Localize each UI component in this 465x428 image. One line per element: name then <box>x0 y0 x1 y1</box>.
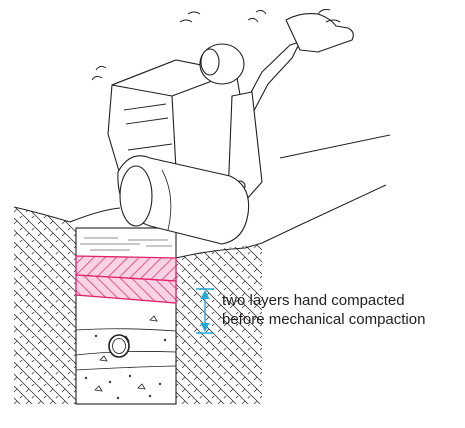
annotation-line-2: before mechanical compaction <box>222 311 426 328</box>
annotation-line-1: two layers hand compacted <box>222 292 405 309</box>
surrounding-soil <box>14 207 262 404</box>
vibrating-roller <box>91 8 354 245</box>
hand-compacted-layer-2 <box>75 274 177 304</box>
pipe <box>108 334 130 358</box>
trench <box>75 227 177 405</box>
top-fill-layer <box>80 237 172 251</box>
layer-depth-arrow <box>196 288 214 334</box>
hand-compacted-layer-1 <box>75 255 177 282</box>
